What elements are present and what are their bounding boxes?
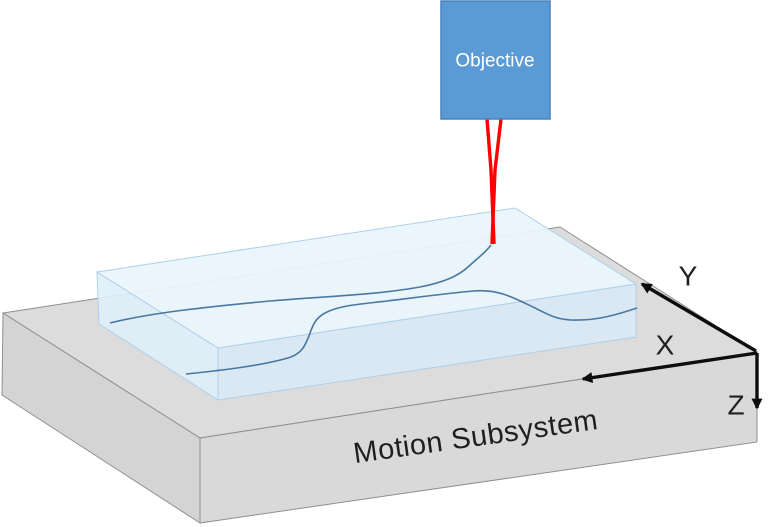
z-axis-label: Z xyxy=(727,390,744,421)
glass-top-face xyxy=(95,207,638,349)
waveguides xyxy=(109,244,638,375)
laser-beam xyxy=(485,118,503,245)
coordinate-axes: X Y Z xyxy=(581,261,763,421)
objective: Objective xyxy=(440,0,551,120)
objective-box xyxy=(440,0,551,120)
waveguide-being-written xyxy=(109,244,492,324)
y-axis-arrow xyxy=(640,282,757,353)
platform-front-face xyxy=(199,351,758,524)
x-axis-label: X xyxy=(656,330,675,361)
x-axis-arrow xyxy=(581,351,758,384)
laser-beam-right-ray xyxy=(490,118,503,245)
waveguide-completed xyxy=(185,289,638,375)
glass-substrate xyxy=(95,207,638,401)
y-axis-label: Y xyxy=(679,261,698,292)
objective-label: Objective xyxy=(455,51,534,72)
